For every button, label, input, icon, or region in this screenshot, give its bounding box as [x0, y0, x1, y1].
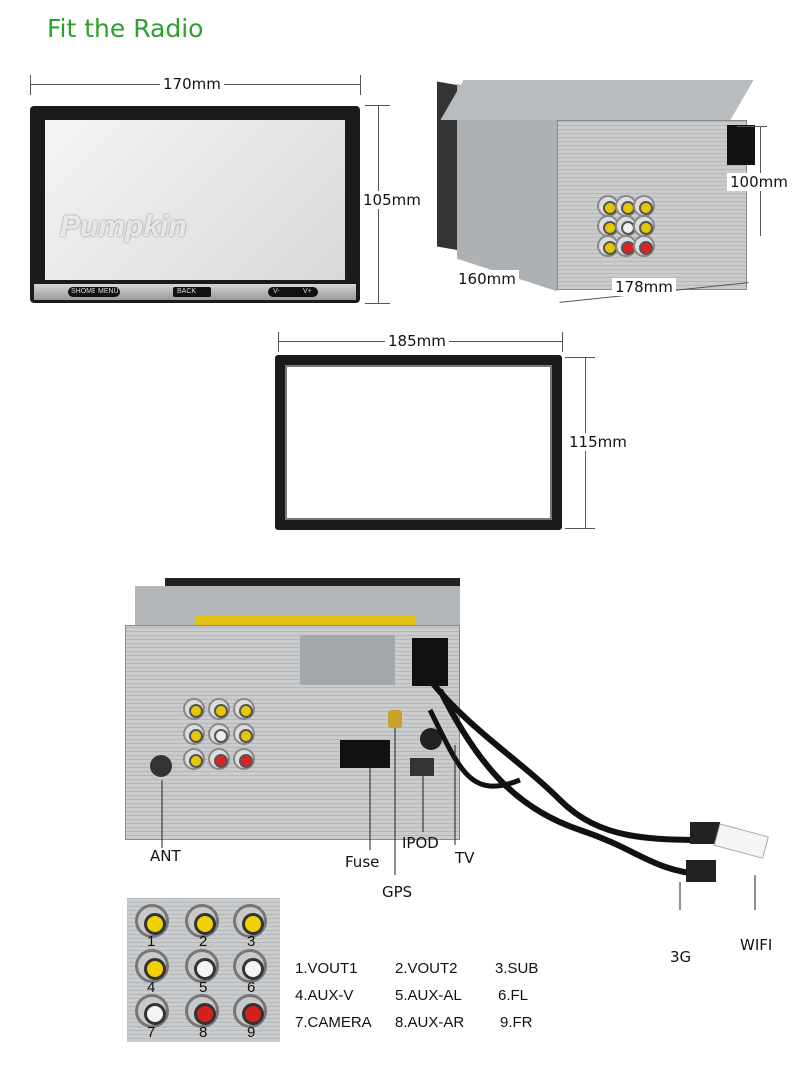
- ipod-label: IPOD: [402, 834, 439, 852]
- frame-height-label: 115mm: [566, 433, 630, 451]
- fuse-label: Fuse: [345, 853, 380, 871]
- rca-number: 8: [199, 1024, 208, 1041]
- rca-number: 5: [199, 979, 208, 996]
- mounting-frame: 185mm 115mm: [260, 330, 660, 540]
- legend-item: 8.AUX-AR: [395, 1014, 465, 1031]
- front-height-label: 105mm: [360, 191, 424, 209]
- legend-item: 4.AUX-V: [295, 987, 354, 1004]
- volume-up-button[interactable]: V+: [293, 287, 318, 297]
- rca-number: 6: [247, 979, 256, 996]
- rear-connections-photo: ANT Fuse GPS IPOD TV: [0, 570, 800, 910]
- rca-inset-photo: 1 2 3 4 5 6 7 8 9: [127, 898, 280, 1042]
- rca-number: 2: [199, 933, 208, 950]
- gps-label: GPS: [382, 883, 413, 901]
- home-button[interactable]: SHOME: [68, 287, 97, 297]
- legend-item: 3.SUB: [495, 960, 539, 977]
- rca-number: 7: [147, 1024, 156, 1041]
- legend-item: 9.FR: [500, 1014, 533, 1031]
- wifi-label: WIFI: [740, 936, 773, 954]
- frame-width-label: 185mm: [385, 332, 449, 350]
- legend-item: 2.VOUT2: [395, 960, 458, 977]
- rear-unit-photo: 100mm 160mm 178mm: [437, 80, 797, 315]
- back-button[interactable]: BACK: [173, 287, 211, 297]
- brand-watermark: Pumpkin: [60, 210, 187, 243]
- legend-item: 6.FL: [498, 987, 529, 1004]
- page-title: Fit the Radio: [47, 14, 204, 43]
- rear-depth-label: 160mm: [455, 270, 519, 288]
- screen: [45, 120, 345, 280]
- 3g-label: 3G: [670, 948, 692, 966]
- front-width-label: 170mm: [160, 75, 224, 93]
- legend-item: 1.VOUT1: [295, 960, 358, 977]
- legend-item: 5.AUX-AL: [395, 987, 462, 1004]
- volume-down-button[interactable]: V-: [268, 287, 293, 297]
- menu-button[interactable]: MENU: [95, 287, 120, 297]
- rca-number: 1: [147, 933, 156, 950]
- rca-number: 3: [247, 933, 256, 950]
- rca-number: 9: [247, 1024, 256, 1041]
- rear-width-label: 178mm: [612, 278, 676, 296]
- ant-label: ANT: [150, 847, 181, 865]
- rca-number: 4: [147, 979, 156, 996]
- rear-height-label: 100mm: [727, 173, 791, 191]
- legend-item: 7.CAMERA: [295, 1014, 372, 1031]
- tv-label: TV: [455, 849, 475, 867]
- front-unit: 170mm 105mm Pumpkin SHOME MENU BACK V- V…: [0, 70, 440, 310]
